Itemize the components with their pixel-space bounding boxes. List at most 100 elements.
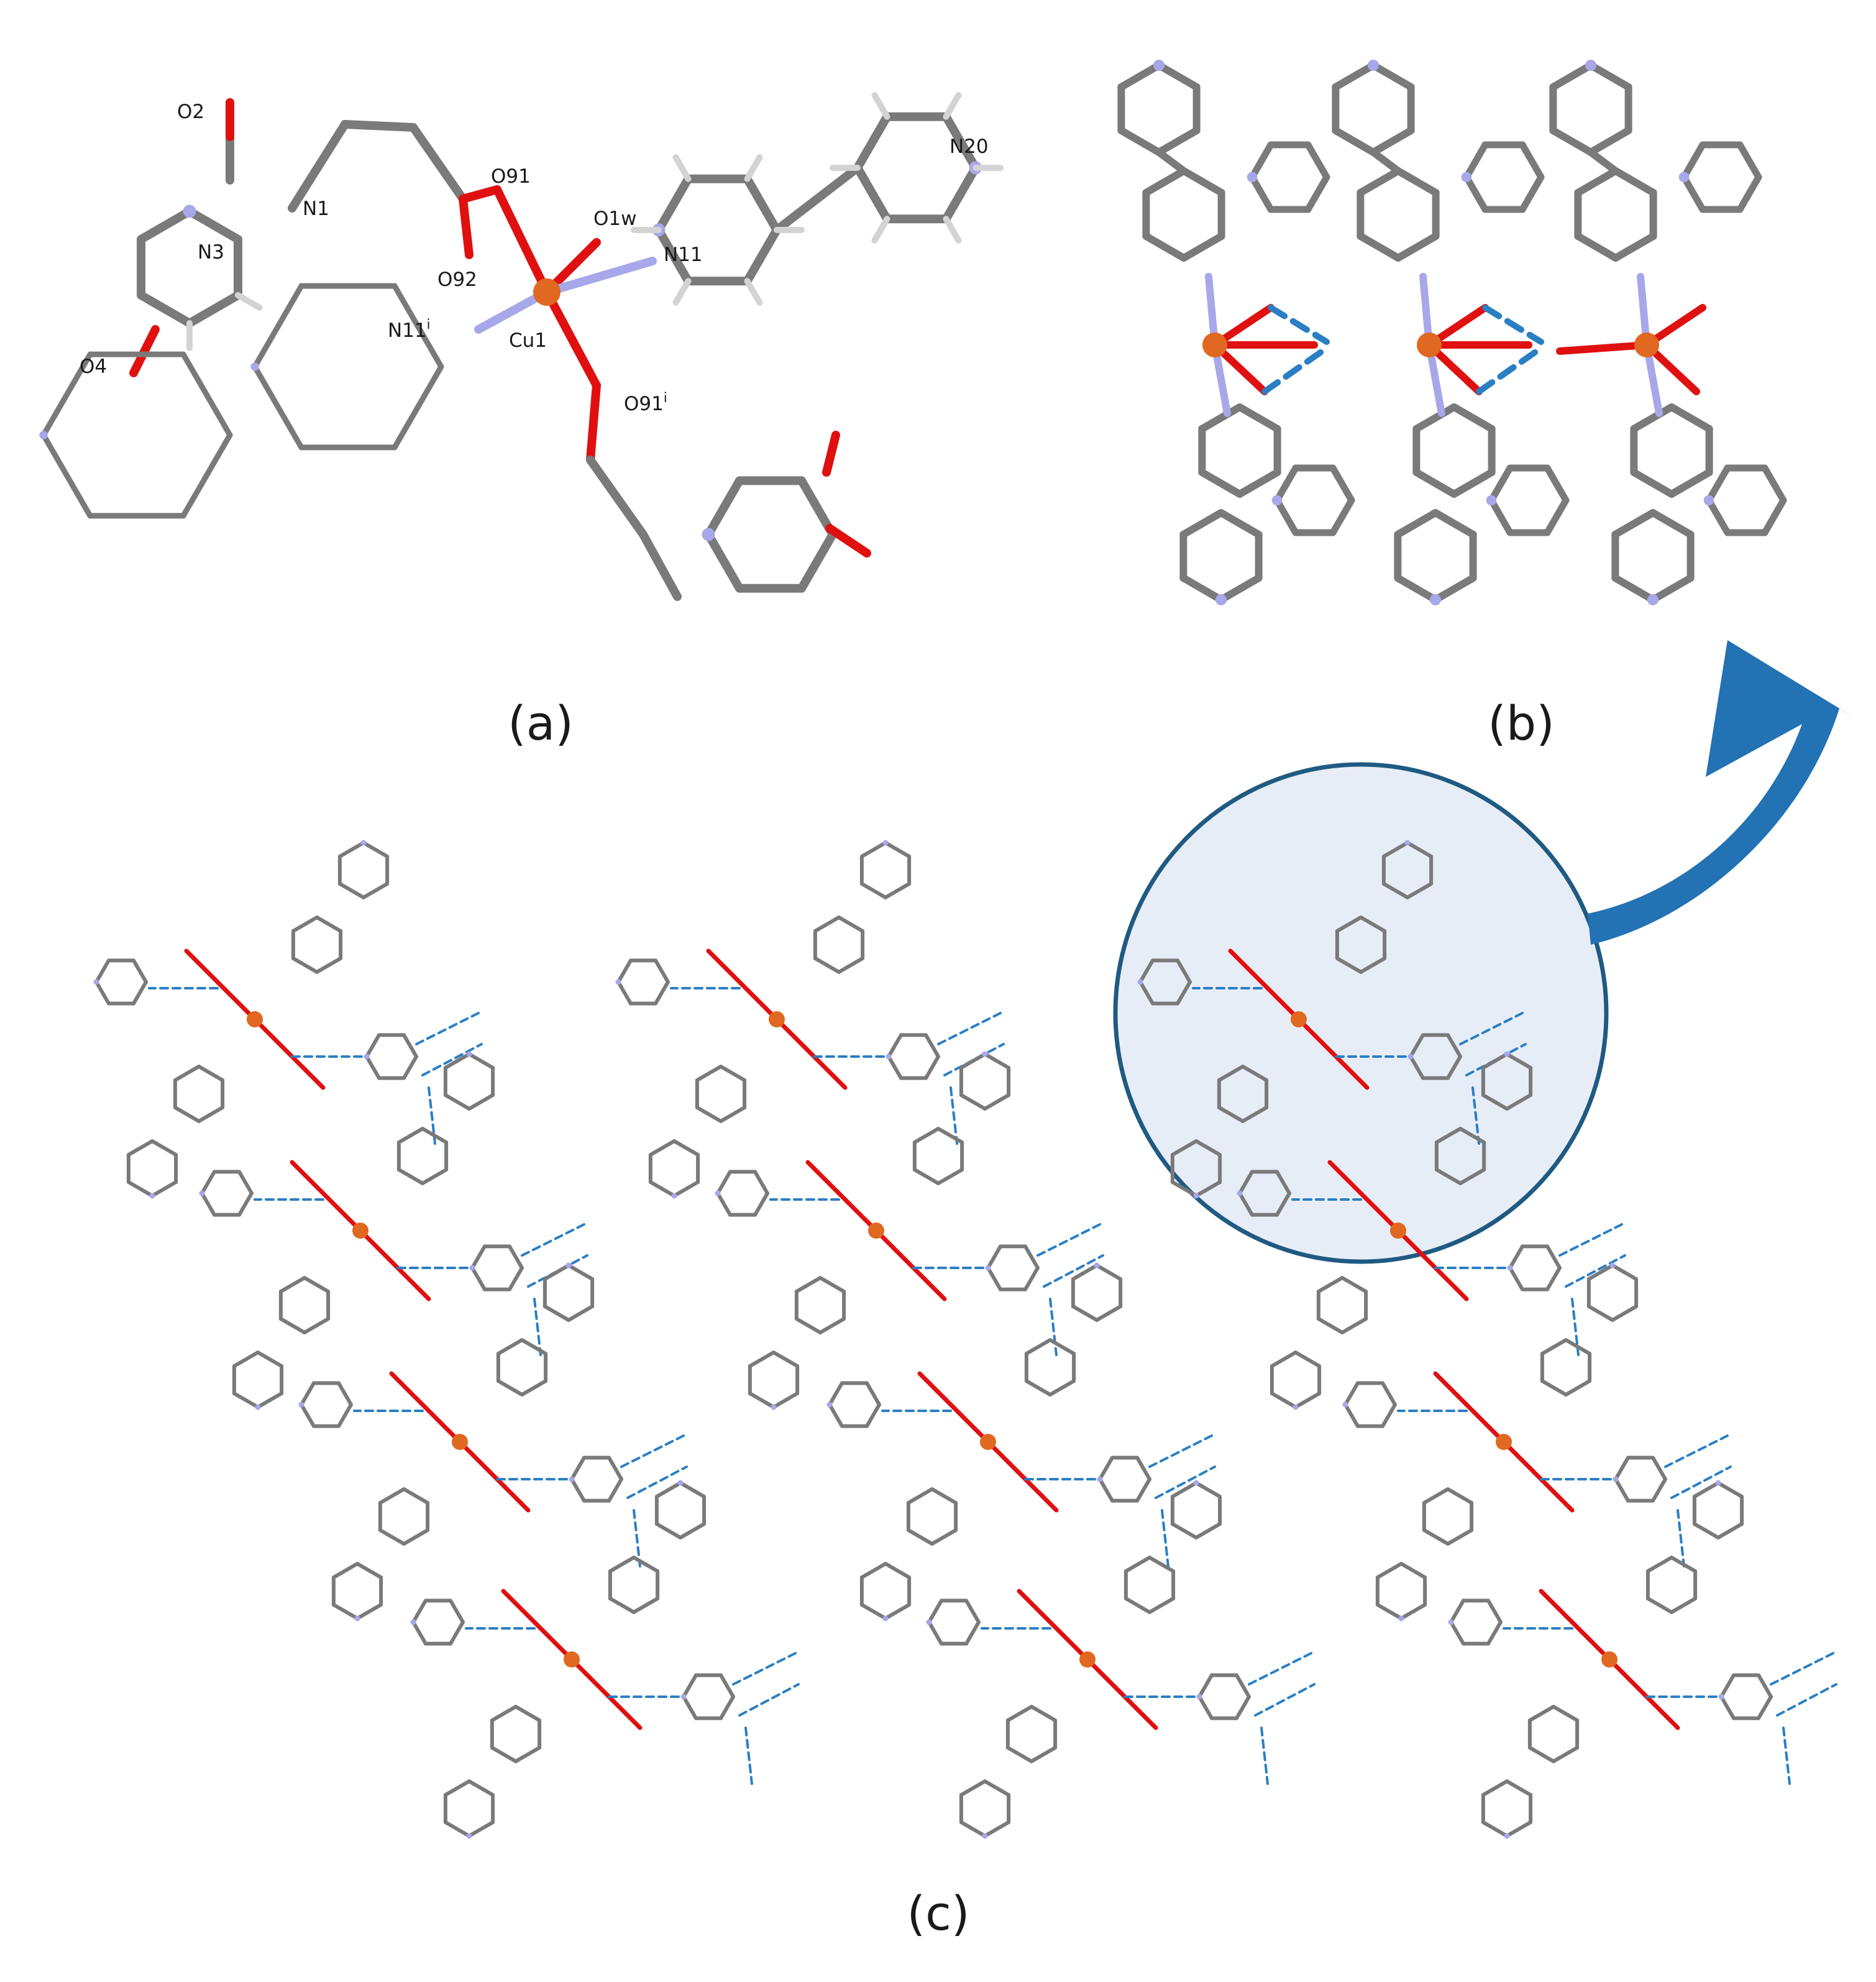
ring-bond: [1716, 1481, 1744, 1498]
ring-bond: [1304, 141, 1330, 181]
nitrogen-atom: [360, 840, 367, 846]
c-hydrogen-bond: [1565, 1254, 1626, 1288]
ring-bond: [1138, 980, 1155, 1006]
nitrogen-atom: [1215, 594, 1227, 605]
c-uracil: [93, 958, 148, 1006]
atom-label-o1w: O1w: [593, 208, 636, 230]
c-ring: [859, 1562, 912, 1622]
nitrogen-atom: [255, 1404, 261, 1410]
c-copper-atom: [564, 1651, 580, 1668]
c-hydrogen-bond: [1471, 1086, 1480, 1145]
ring-bond: [753, 1170, 769, 1195]
h-bond-stick: [672, 278, 692, 306]
ring-bond: [1519, 173, 1545, 213]
c-uracil: [985, 1244, 1040, 1292]
ring-bond: [924, 1055, 940, 1080]
ring-bond: [679, 1481, 707, 1498]
c-hydrogen-bond: [738, 1683, 800, 1717]
ring-bond: [743, 174, 781, 234]
c-uracil: [826, 1381, 881, 1428]
c-hydrogen-bond: [533, 1298, 542, 1356]
ring-bond: [1236, 469, 1281, 498]
ring-bond: [1434, 1168, 1462, 1185]
ring-bond: [1316, 1317, 1344, 1334]
c-ring: [278, 1276, 331, 1334]
c-hydrogen-bond: [1670, 1466, 1732, 1499]
ring-bond: [337, 1381, 353, 1406]
ring-bond: [1552, 1705, 1580, 1722]
ring-bond: [1651, 1477, 1667, 1503]
atom-label-o91i: O91i: [624, 390, 667, 415]
b-uracil-lower: [1703, 464, 1787, 536]
nitrogen-atom: [1678, 172, 1690, 183]
c-uracil: [1097, 1456, 1151, 1503]
nitrogen-atom: [1342, 1402, 1348, 1408]
c-ring: [126, 1139, 178, 1199]
ring-bond: [1241, 1106, 1269, 1123]
b-copper-atom: [1417, 333, 1442, 357]
ring-bond: [1304, 173, 1330, 213]
ring-bond: [237, 1191, 254, 1217]
c-hydrogen-bond: [1049, 1298, 1058, 1356]
nitrogen-atom: [410, 1619, 416, 1625]
c-o92: [459, 195, 474, 259]
caption-a: (a): [508, 695, 574, 751]
ring-bond: [1370, 127, 1415, 156]
ring-bond: [1236, 403, 1281, 433]
ring-bond: [1586, 1305, 1614, 1322]
nitrogen-atom: [1486, 495, 1497, 506]
ring-bond: [959, 1052, 987, 1070]
ring-bond: [232, 1351, 260, 1368]
c-uracil: [569, 1456, 623, 1503]
ring-bond: [443, 1779, 471, 1797]
o91-cu: [493, 185, 551, 296]
ring-bond: [1651, 1456, 1667, 1481]
panel-b-bonds: [1117, 60, 1787, 605]
ring-bond: [542, 1264, 570, 1281]
nitrogen-atom: [1137, 979, 1143, 985]
ring-bond: [150, 1139, 178, 1157]
atom-label-n1: N1: [303, 198, 329, 220]
h-bond-stick: [744, 278, 763, 306]
ring-bond: [132, 958, 148, 984]
ring-bond: [126, 1180, 154, 1198]
panel-c-bonds: [93, 840, 1837, 1839]
b-hydrogen-bond: [1261, 345, 1330, 395]
c-uracil: [926, 1599, 981, 1646]
c-uracil: [199, 1170, 254, 1217]
nitrogen-atom: [680, 1694, 687, 1700]
c-ring: [1170, 1480, 1222, 1539]
ring-bond: [1030, 1705, 1058, 1722]
ring-bond: [337, 882, 365, 899]
ring-bond: [654, 1522, 682, 1539]
ring-bond: [853, 112, 892, 172]
c-ring: [1586, 1262, 1639, 1322]
ring-bond: [818, 1276, 846, 1293]
ring-bond: [490, 1746, 518, 1763]
ring-bond: [772, 1351, 800, 1368]
c-ring: [443, 1779, 495, 1839]
nitrogen-atom: [1237, 1190, 1243, 1196]
ring-bond: [1670, 1597, 1698, 1614]
ring-bond: [1343, 1381, 1360, 1406]
ring-bond: [1399, 1603, 1427, 1620]
ring-bond: [1705, 464, 1731, 504]
c-ring: [1692, 1480, 1744, 1539]
ring-bond: [1481, 1093, 1509, 1111]
ring-bond: [570, 1477, 586, 1503]
c-copper-atom: [868, 1223, 884, 1239]
ring-bond: [930, 1487, 958, 1505]
ring-bond: [1381, 841, 1409, 858]
ring-bond: [1481, 1820, 1509, 1838]
ring-bond: [1719, 1695, 1736, 1720]
ring-bond: [1692, 1522, 1720, 1539]
c-ring: [1434, 1127, 1486, 1185]
ring-bond: [936, 1127, 964, 1144]
ring-bond: [1071, 1305, 1099, 1322]
ring-bond: [378, 1528, 406, 1546]
ring-bond: [1446, 1528, 1474, 1546]
ring-bond: [959, 1820, 987, 1838]
ring-bond: [1544, 464, 1570, 504]
c-hydrogen-bond: [1782, 1727, 1791, 1785]
c-ring: [1422, 1487, 1474, 1546]
